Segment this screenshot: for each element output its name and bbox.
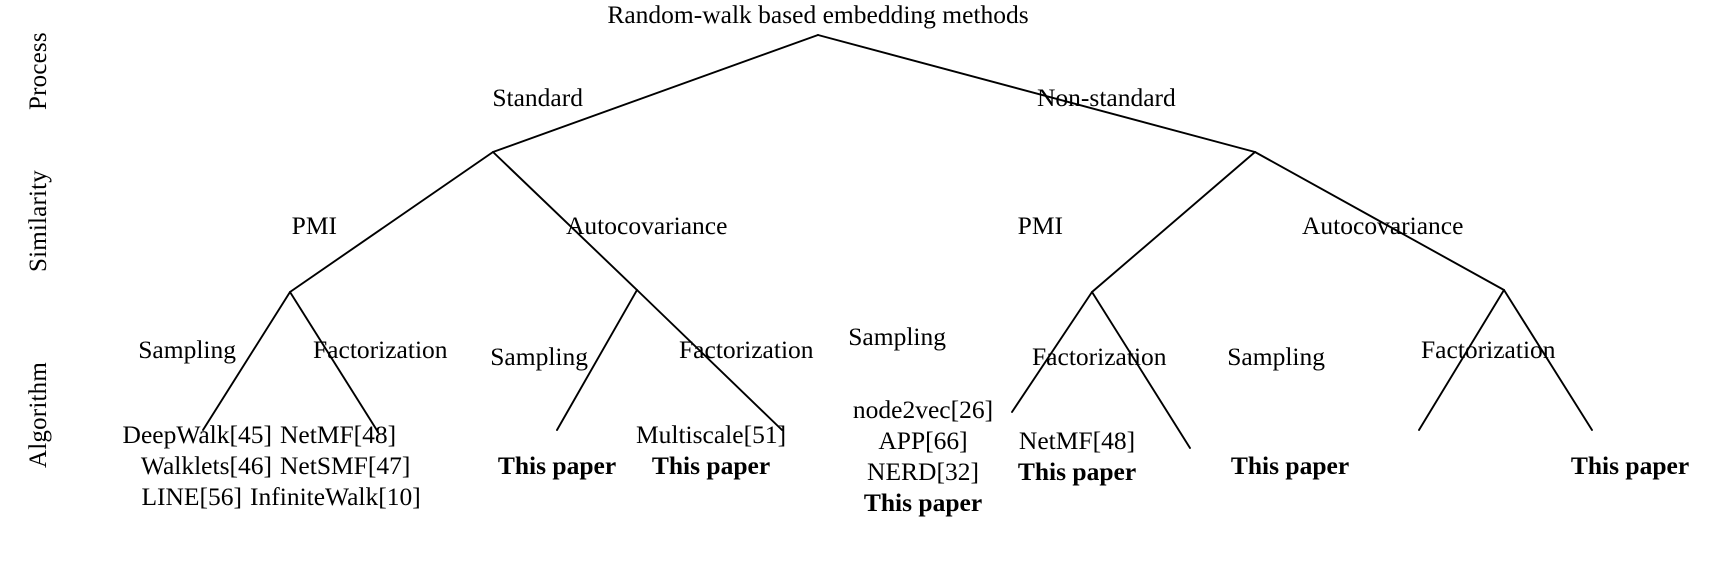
leaf-deepwalk-45: DeepWalk[45] [122,420,272,449]
edge-label-sampling-2: Sampling [490,342,588,371]
edge-standard-pmi [289,151,494,293]
edge-label-sampling-4: Sampling [1227,342,1325,371]
edge-standard-autocov [492,151,638,291]
leaf-this-paper-ns-autocov-sampling: This paper [1230,451,1350,480]
edge-stdac-sampling [556,289,638,431]
edge-stdac-factorization [636,289,783,431]
edge-stdpmi-sampling [202,291,291,431]
edge-label-factorization-1: Factorization [313,335,448,364]
axis-label-process: Process [25,32,52,110]
edge-root-nonstandard [817,34,1256,153]
leaf-walklets-46: Walklets[46] [140,451,272,480]
edge-label-sampling-1: Sampling [138,335,236,364]
leaf-node2vec-26: node2vec[26] [852,395,994,424]
leaf-this-paper-ns-pmi-sampling: This paper [863,488,983,517]
edge-label-non-standard: Non-standard [1037,83,1176,112]
leaf-this-paper-ns-pmi-factorization: This paper [1017,457,1137,486]
leaf-netmf-48-ns: NetMF[48] [1018,426,1136,455]
axis-label-algorithm: Algorithm [25,362,52,468]
leaf-app-66: APP[66] [878,426,968,455]
leaf-nerd-32: NERD[32] [867,457,979,486]
edge-label-factorization-3: Factorization [1032,342,1167,371]
edge-nspmi-sampling [1011,291,1093,413]
edge-nonstandard-autocov [1254,151,1505,291]
edge-nsac-factorization [1503,289,1593,431]
leaf-this-paper-std-autocov-factorization: This paper [651,451,771,480]
leaf-this-paper-std-autocov-sampling: This paper [497,451,617,480]
edge-nsac-sampling [1418,289,1505,431]
leaf-netsmf-47: NetSMF[47] [280,451,411,480]
axis-label-similarity: Similarity [25,170,52,272]
leaf-multiscale-51: Multiscale[51] [635,420,787,449]
leaf-this-paper-ns-autocov-factorization: This paper [1570,451,1690,480]
edge-label-sampling-3: Sampling [848,322,946,351]
leaf-infinitewalk-10: InfiniteWalk[10] [250,482,421,511]
edge-nspmi-factorization [1091,291,1191,449]
edge-label-pmi-left: PMI [291,211,337,240]
edge-nonstandard-pmi [1091,151,1256,293]
edge-label-factorization-4: Factorization [1421,335,1556,364]
edge-root-standard [492,34,819,153]
edge-label-autocovariance-left: Autocovariance [566,211,728,240]
edge-stdpmi-factorization [289,291,379,433]
leaf-netmf-48-std: NetMF[48] [280,420,397,449]
edge-label-autocovariance-right: Autocovariance [1302,211,1464,240]
edge-label-pmi-right: PMI [1017,211,1063,240]
edge-label-standard: Standard [492,83,583,112]
root-node-label: Random-walk based embedding methods [607,0,1029,29]
edge-label-factorization-2: Factorization [679,335,814,364]
leaf-line-56: LINE[56] [141,482,242,511]
